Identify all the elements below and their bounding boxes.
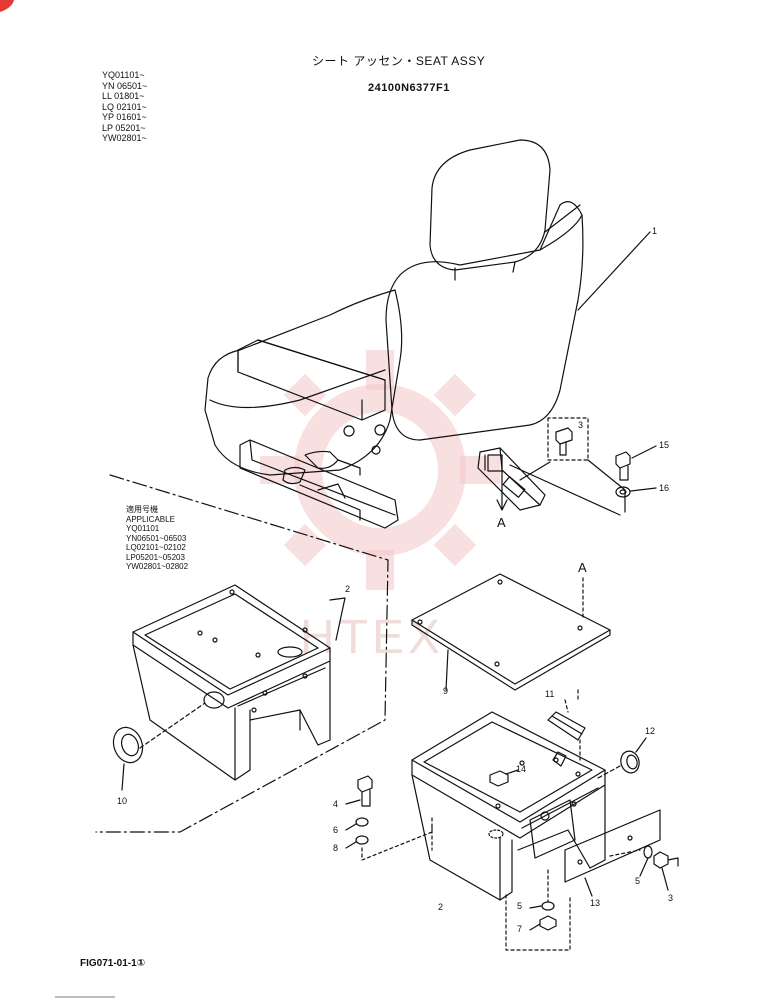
seat-assembly — [204, 139, 651, 529]
serial-item: YW02801~ — [102, 133, 147, 143]
serial-list: YQ01101~ YN 06501~ LL 01801~ LQ 02101~ Y… — [102, 70, 147, 144]
applicable-range: YW02801~02802 — [126, 562, 189, 571]
applicable-range: LP05201~05203 — [126, 552, 185, 562]
callout-5: 5 — [635, 876, 641, 886]
callout-2: 2 — [345, 584, 351, 594]
applicable-jp-label: 適用号機 — [126, 505, 158, 514]
callout-3: 3 — [578, 420, 584, 430]
page-edge-mark — [55, 996, 115, 998]
serial-item: LP 05201~ — [102, 122, 146, 133]
callout-11: 11 — [545, 689, 555, 699]
callout-13: 13 — [590, 898, 601, 908]
seat-stand-left — [132, 584, 346, 781]
callout-16: 16 — [659, 483, 670, 493]
callout-14: 14 — [516, 764, 527, 774]
seat-plate — [411, 573, 611, 691]
callout-8: 8 — [333, 843, 339, 853]
applicable-range: LQ02101~02102 — [126, 543, 186, 552]
callout-7: 7 — [517, 924, 523, 934]
serial-item: YP 01601~ — [102, 112, 147, 122]
corner-logo-icon — [0, 0, 14, 12]
callout-4: 4 — [333, 799, 339, 809]
view-a-label: A — [578, 560, 587, 575]
callout-6: 6 — [333, 825, 339, 835]
callout-3: 3 — [668, 893, 674, 903]
callout-9: 9 — [443, 686, 449, 696]
callout-15: 15 — [659, 440, 670, 450]
applicable-range: YQ01101 — [126, 524, 160, 533]
watermark-text: HTEX — [300, 611, 445, 664]
applicable-list: 適用号機 APPLICABLE YQ01101 YN06501~06503 LQ… — [126, 505, 188, 572]
callout-5: 5 — [517, 901, 523, 911]
view-a-label: A — [497, 515, 506, 530]
applicable-range: YN06501~06503 — [126, 533, 187, 543]
serial-item: YQ01101~ — [102, 70, 145, 80]
callout-12: 12 — [645, 726, 656, 736]
serial-item: YN 06501~ — [102, 80, 148, 91]
serial-item: LQ 02101~ — [102, 101, 147, 112]
callout-2: 2 — [438, 902, 444, 912]
seat-stand-right — [411, 711, 606, 901]
figure-id: FIG071-01-1① — [80, 958, 146, 969]
page-title: シート アッセン・SEAT ASSY — [312, 54, 486, 68]
applicable-label: APPLICABLE — [126, 514, 175, 524]
callout-1: 1 — [652, 226, 658, 236]
part-number: 24100N6377F1 — [368, 82, 450, 94]
callout-10: 10 — [117, 796, 128, 806]
serial-item: LL 01801~ — [102, 91, 145, 101]
